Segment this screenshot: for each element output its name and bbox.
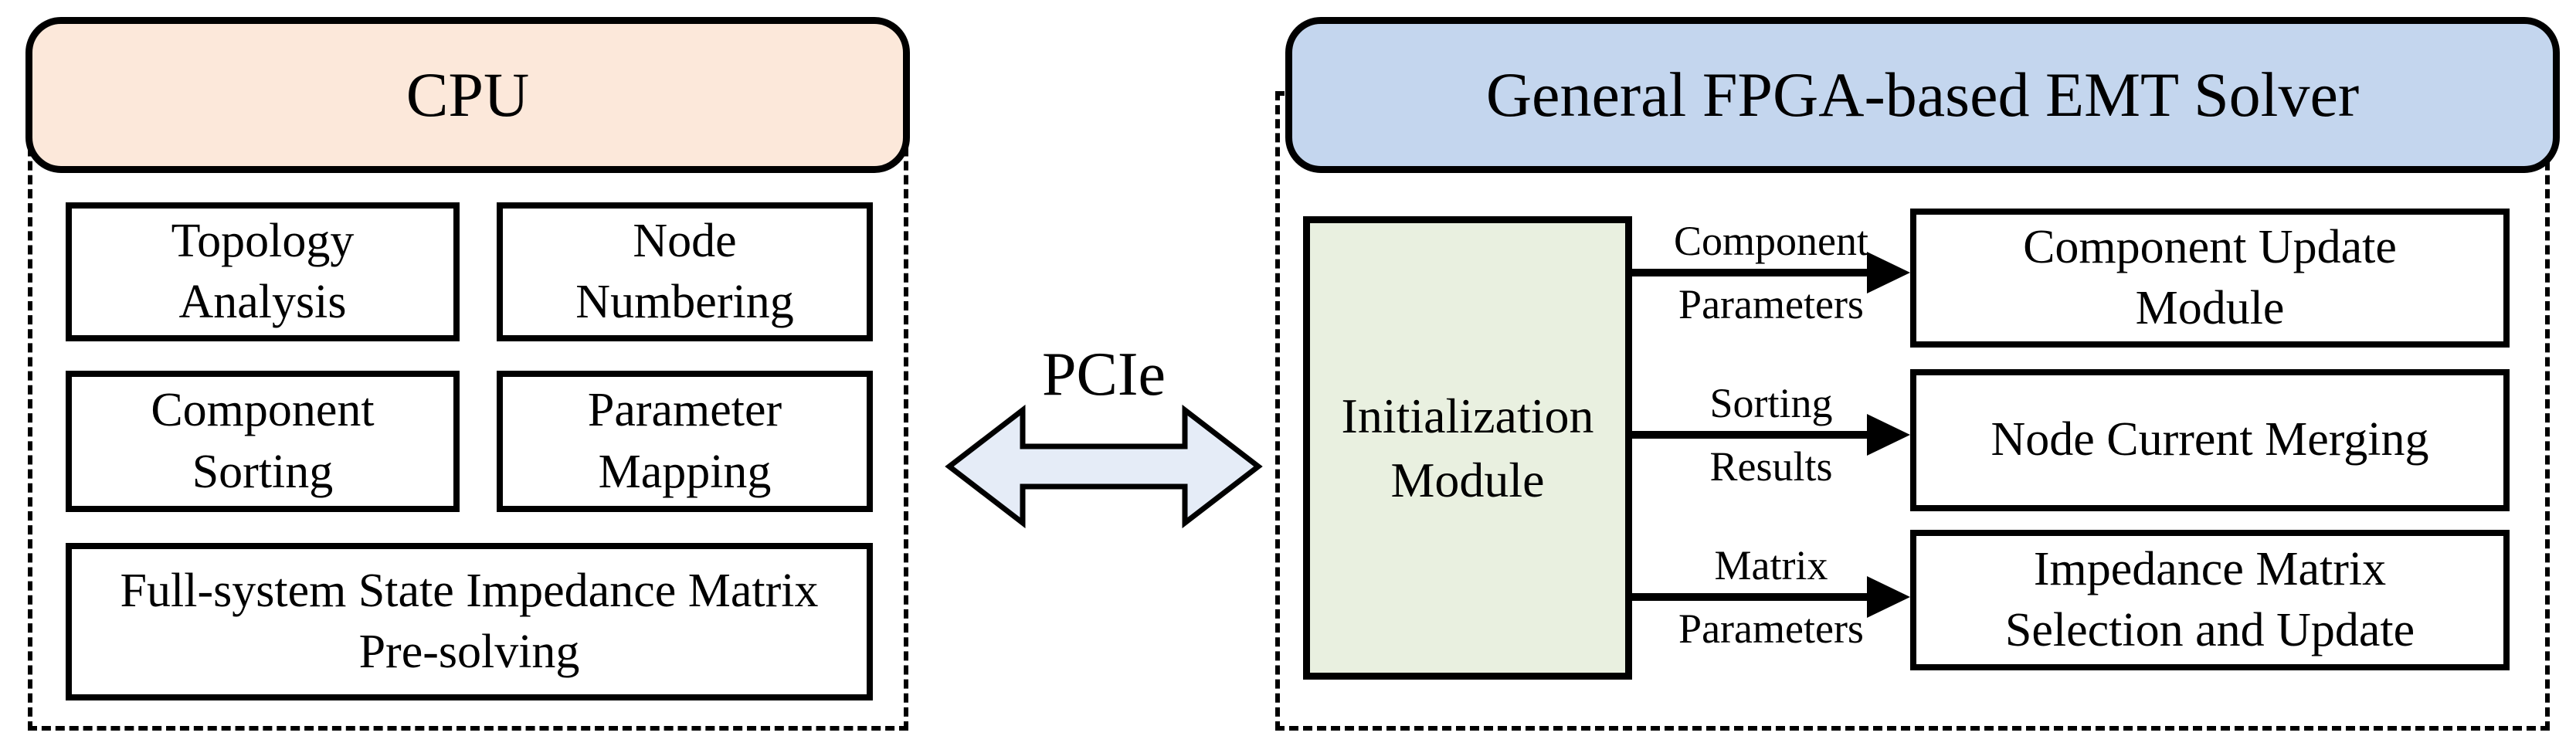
flow-label-text: Component xyxy=(1674,218,1868,264)
flow-label-text: Results xyxy=(1709,443,1833,490)
box-component-update-module: Component Update Module xyxy=(1910,209,2510,348)
box-component-sorting: Component Sorting xyxy=(66,371,460,512)
box-text: Module xyxy=(2135,282,2285,334)
fpga-header-label: General FPGA-based EMT Solver xyxy=(1485,59,2360,130)
flow-label-results: Results xyxy=(1632,443,1910,490)
box-text: Component Update xyxy=(2023,220,2397,273)
cpu-header-label: CPU xyxy=(406,59,530,130)
box-node-numbering: Node Numbering xyxy=(497,202,873,341)
box-text: Analysis xyxy=(178,276,347,328)
flow-label-text: Matrix xyxy=(1714,542,1828,588)
flow-arrow-line xyxy=(1631,269,1871,276)
box-text: Initialization xyxy=(1341,388,1594,443)
pcie-double-arrow-icon xyxy=(945,405,1263,528)
box-text: Pre-solving xyxy=(358,626,580,678)
flow-label-text: Parameters xyxy=(1678,281,1864,327)
flow-arrow-line xyxy=(1631,431,1871,439)
box-text: Numbering xyxy=(575,276,794,328)
flow-arrow-line xyxy=(1631,593,1871,601)
box-node-current-merging: Node Current Merging xyxy=(1910,369,2510,511)
flow-label-text: Sorting xyxy=(1709,380,1833,426)
flow-label-component: Component xyxy=(1632,218,1910,264)
box-text: Impedance Matrix xyxy=(2033,542,2387,595)
box-text: Node Current Merging xyxy=(1991,413,2429,466)
box-parameter-mapping: Parameter Mapping xyxy=(497,371,873,512)
box-initialization-module: Initialization Module xyxy=(1303,216,1632,680)
flow-arrow-head-icon xyxy=(1867,576,1910,618)
box-impedance-matrix-selection: Impedance Matrix Selection and Update xyxy=(1910,530,2510,670)
pcie-label: PCIe xyxy=(949,344,1258,405)
flow-label-text: Parameters xyxy=(1678,605,1864,652)
cpu-header: CPU xyxy=(25,17,910,173)
box-text: Component xyxy=(151,384,375,437)
box-text: Node xyxy=(633,214,737,267)
box-text: Topology xyxy=(171,214,355,267)
box-text: Module xyxy=(1390,453,1545,507)
flow-label-matrix: Matrix xyxy=(1632,542,1910,588)
flow-label-sorting: Sorting xyxy=(1632,380,1910,426)
flow-label-parameters: Parameters xyxy=(1632,281,1910,327)
box-text: Sorting xyxy=(192,445,334,498)
box-text: Mapping xyxy=(598,445,772,498)
pcie-text: PCIe xyxy=(1042,341,1166,409)
fpga-header: General FPGA-based EMT Solver xyxy=(1285,17,2560,173)
box-text: Full-system State Impedance Matrix xyxy=(120,564,819,617)
flow-arrow-head-icon xyxy=(1867,252,1910,293)
box-text: Parameter xyxy=(587,384,782,437)
flow-label-parameters2: Parameters xyxy=(1632,605,1910,652)
box-full-system-presolving: Full-system State Impedance Matrix Pre-s… xyxy=(66,543,873,700)
box-topology-analysis: Topology Analysis xyxy=(66,202,460,341)
box-text: Selection and Update xyxy=(2004,604,2415,656)
flow-arrow-head-icon xyxy=(1867,414,1910,456)
